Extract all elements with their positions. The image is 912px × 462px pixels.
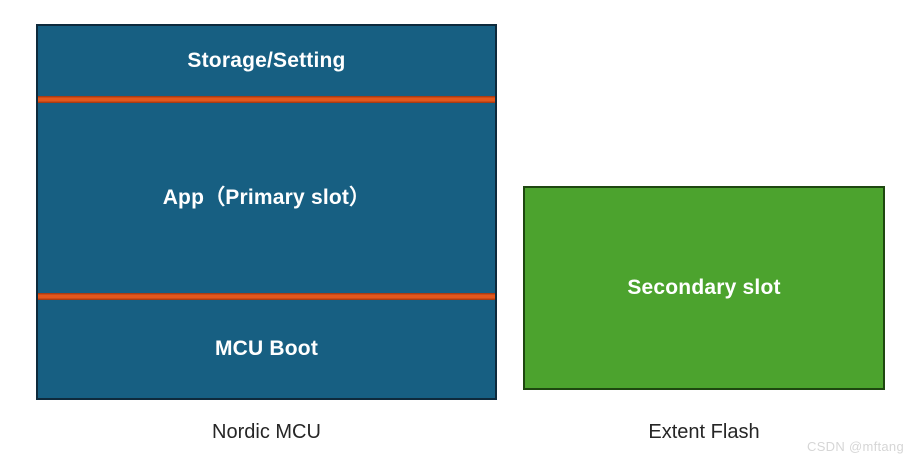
memory-region-secondary-slot-label: Secondary slot (627, 275, 781, 299)
csdn-watermark: CSDN @mftang (807, 439, 904, 454)
region-divider-bottom (38, 293, 495, 300)
region-divider-top (38, 96, 495, 103)
caption-extent-flash: Extent Flash (648, 421, 760, 443)
extent-flash-block: Secondary slot (523, 186, 885, 390)
nordic-mcu-stack: Storage/Setting App（Primary slot） MCU Bo… (36, 24, 497, 400)
memory-region-storage-setting: Storage/Setting (38, 26, 495, 96)
memory-region-app-primary-slot-label: App（Primary slot） (162, 185, 371, 209)
memory-region-mcu-boot-label: MCU Boot (214, 336, 319, 360)
memory-region-storage-setting-label: Storage/Setting (187, 48, 346, 72)
memory-region-mcu-boot: MCU Boot (38, 300, 495, 398)
caption-nordic-mcu: Nordic MCU (212, 421, 321, 443)
memory-region-app-primary-slot: App（Primary slot） (38, 103, 495, 293)
